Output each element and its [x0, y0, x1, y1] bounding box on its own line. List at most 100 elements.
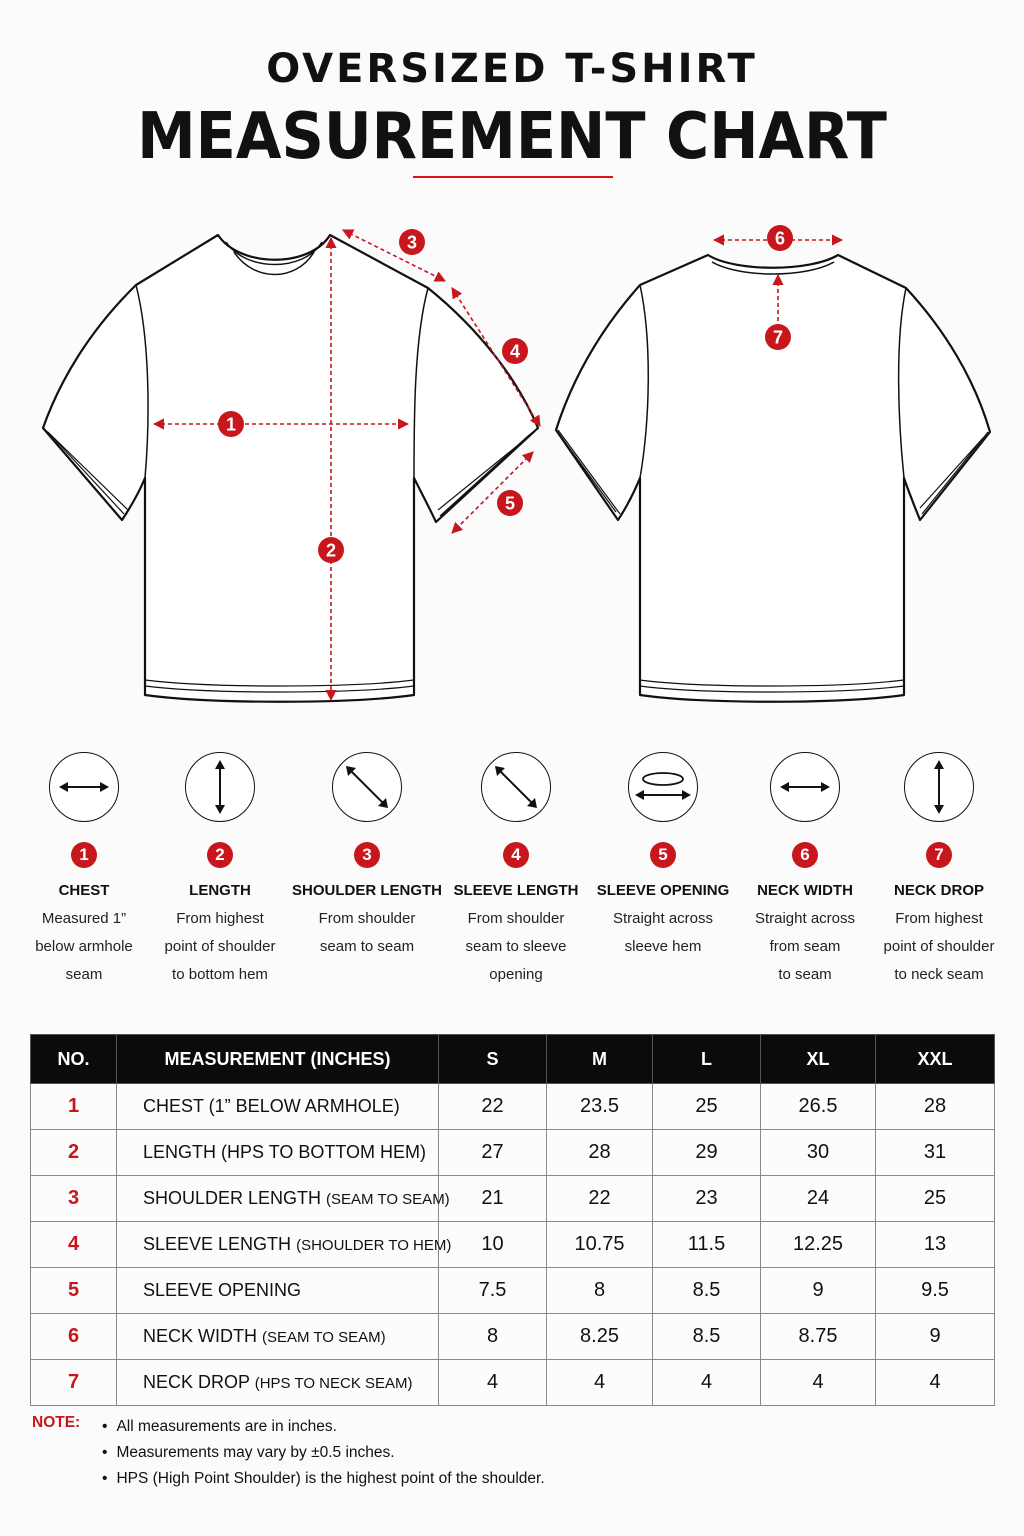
legend-number: 3: [354, 842, 380, 868]
size-value: 10: [438, 1221, 547, 1268]
back-tshirt-drawing: [554, 253, 992, 703]
row-number: 5: [30, 1267, 117, 1314]
front-tshirt-drawing: [41, 233, 540, 703]
measurement-name: SHOULDER LENGTH (SEAM TO SEAM): [116, 1175, 450, 1222]
note-item: Measurements may vary by ±0.5 inches.: [102, 1440, 802, 1466]
size-value: 4: [546, 1359, 653, 1406]
size-value: 24: [760, 1175, 876, 1222]
size-value: 12.25: [760, 1221, 876, 1268]
marker-1: 1: [218, 411, 244, 437]
size-value: 9: [760, 1267, 876, 1314]
size-value: 4: [760, 1359, 876, 1406]
svg-text:3: 3: [407, 233, 417, 253]
legend-number: 7: [926, 842, 952, 868]
diagonal-arrow-icon: [481, 752, 551, 822]
table-row: 3 SHOULDER LENGTH (SEAM TO SEAM) 21 22 2…: [30, 1175, 995, 1222]
size-value: 30: [760, 1129, 876, 1176]
diagonal-arrow-icon: [332, 752, 402, 822]
size-value: 8.5: [652, 1267, 761, 1314]
legend-title: SLEEVE OPENING: [596, 882, 730, 899]
marker-3: 3: [399, 229, 425, 255]
measurement-name: SLEEVE LENGTH (SHOULDER TO HEM): [116, 1221, 451, 1268]
legend-title: CHEST: [58, 882, 110, 899]
column-header: M: [546, 1034, 653, 1084]
size-value: 8.25: [546, 1313, 653, 1360]
row-number: 2: [30, 1129, 117, 1176]
size-value: 31: [875, 1129, 995, 1176]
marker-7: 7: [765, 324, 791, 350]
note-label: NOTE:: [32, 1414, 81, 1431]
legend-title: NECK DROP: [893, 882, 984, 899]
measurement-name: CHEST (1” BELOW ARMHOLE): [116, 1083, 439, 1130]
table-row: 7 NECK DROP (HPS TO NECK SEAM) 4 4 4 4 4: [30, 1359, 995, 1406]
legend-number: 4: [503, 842, 529, 868]
legend-number: 2: [207, 842, 233, 868]
circumference-arrow-icon: [628, 752, 698, 822]
horizontal-arrow-icon: [49, 752, 119, 822]
column-header: S: [438, 1034, 547, 1084]
vertical-arrow-icon: [185, 752, 255, 822]
title-divider: [413, 176, 613, 178]
size-value: 8: [438, 1313, 547, 1360]
legend-title: SLEEVE LENGTH: [453, 882, 579, 899]
size-value: 25: [875, 1175, 995, 1222]
column-header: XL: [760, 1034, 876, 1084]
marker-5: 5: [497, 490, 523, 516]
size-value: 4: [652, 1359, 761, 1406]
size-value: 25: [652, 1083, 761, 1130]
size-value: 9: [875, 1313, 995, 1360]
table-row: 5 SLEEVE OPENING 7.5 8 8.5 9 9.5: [30, 1267, 995, 1314]
size-value: 8.5: [652, 1313, 761, 1360]
size-value: 29: [652, 1129, 761, 1176]
svg-text:6: 6: [775, 229, 785, 249]
legend-number: 6: [792, 842, 818, 868]
size-value: 26.5: [760, 1083, 876, 1130]
measurement-name: LENGTH (HPS TO BOTTOM HEM): [116, 1129, 439, 1176]
legend-title: LENGTH: [189, 882, 251, 899]
table-row: 6 NECK WIDTH (SEAM TO SEAM) 8 8.25 8.5 8…: [30, 1313, 995, 1360]
page-title-line2: MEASUREMENT CHART: [137, 100, 887, 174]
svg-text:4: 4: [510, 342, 520, 362]
legend-title: NECK WIDTH: [757, 882, 853, 899]
measurement-name: SLEEVE OPENING: [116, 1267, 439, 1314]
tshirt-diagrams: 1 2 3 4 5 6 7: [41, 225, 992, 703]
size-value: 23: [652, 1175, 761, 1222]
note-item: HPS (High Point Shoulder) is the highest…: [102, 1466, 802, 1492]
marker-4: 4: [502, 338, 528, 364]
svg-text:2: 2: [326, 541, 336, 561]
row-number: 3: [30, 1175, 117, 1222]
horizontal-arrow-icon: [770, 752, 840, 822]
size-value: 4: [438, 1359, 547, 1406]
column-header: NO.: [30, 1034, 117, 1084]
size-value: 8.75: [760, 1313, 876, 1360]
table-row: 1 CHEST (1” BELOW ARMHOLE) 22 23.5 25 26…: [30, 1083, 995, 1130]
row-number: 4: [30, 1221, 117, 1268]
table-header-row: NO. MEASUREMENT (INCHES) S M L XL XXL: [30, 1034, 995, 1084]
front-measurement-lines: [152, 229, 541, 702]
column-header: XXL: [875, 1034, 995, 1084]
svg-text:5: 5: [505, 494, 515, 514]
legend-title: SHOULDER LENGTH: [292, 882, 442, 899]
size-value: 28: [875, 1083, 995, 1130]
legend-number: 5: [650, 842, 676, 868]
page-title-line1: OVERSIZED T-SHIRT: [266, 46, 758, 92]
size-value: 28: [546, 1129, 653, 1176]
size-value: 13: [875, 1221, 995, 1268]
note-list: All measurements are in inches. Measurem…: [102, 1414, 802, 1492]
column-header: L: [652, 1034, 761, 1084]
note-item: All measurements are in inches.: [102, 1414, 802, 1440]
row-number: 7: [30, 1359, 117, 1406]
marker-2: 2: [318, 537, 344, 563]
size-value: 23.5: [546, 1083, 653, 1130]
size-value: 7.5: [438, 1267, 547, 1314]
